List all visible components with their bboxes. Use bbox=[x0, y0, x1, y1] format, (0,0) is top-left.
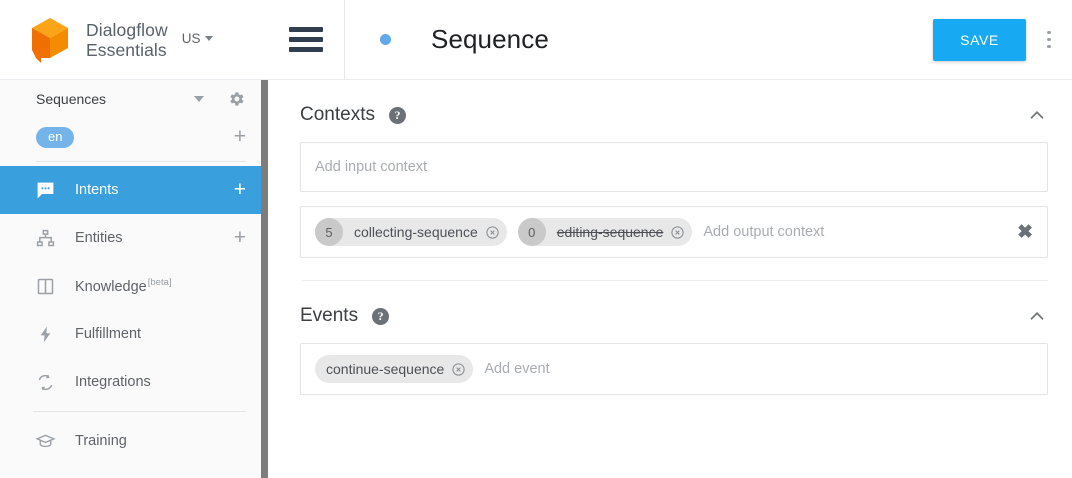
event-chip-label: continue-sequence bbox=[326, 361, 445, 377]
context-chip[interactable]: 5 collecting-sequence bbox=[315, 218, 507, 246]
remove-circle-icon[interactable] bbox=[451, 362, 466, 377]
sidebar-nav: Intents + Entities + bbox=[0, 162, 268, 465]
speech-bubble-icon bbox=[33, 178, 57, 202]
help-circle-icon[interactable]: ? bbox=[388, 106, 406, 124]
add-language-icon[interactable]: + bbox=[233, 125, 246, 148]
caret-down-icon bbox=[204, 36, 213, 41]
sidebar-item-training[interactable]: Training bbox=[0, 417, 268, 465]
sidebar-item-label: Intents bbox=[75, 182, 119, 198]
beta-badge: [beta] bbox=[147, 277, 172, 289]
events-field[interactable]: continue-sequence Add event bbox=[300, 343, 1048, 395]
agent-name: Sequences bbox=[36, 90, 107, 107]
context-chip-label: editing-sequence bbox=[556, 224, 664, 240]
sidebar-item-label: Entities bbox=[75, 230, 123, 246]
language-chip-en[interactable]: en bbox=[36, 126, 75, 148]
sidebar-scrollbar[interactable] bbox=[261, 80, 268, 478]
sync-arrows-icon bbox=[33, 370, 57, 394]
language-row: en + bbox=[0, 117, 268, 157]
sidebar: Dialogflow Essentials US Sequences en + bbox=[0, 0, 268, 478]
status-dot bbox=[380, 34, 391, 45]
hamburger-menu-icon[interactable] bbox=[268, 0, 345, 80]
title-area: Sequence bbox=[345, 24, 933, 55]
contexts-section: Contexts ? Add input context 5 co bbox=[300, 80, 1048, 281]
dialogflow-cube-logo bbox=[27, 16, 73, 64]
brand-title-line1: Dialogflow bbox=[86, 19, 168, 40]
hierarchy-icon bbox=[33, 226, 57, 250]
contexts-header: Contexts ? bbox=[300, 88, 1048, 142]
contexts-title: Contexts bbox=[300, 104, 375, 125]
main-panel: Sequence SAVE Contexts ? bbox=[268, 0, 1072, 478]
chevron-up-icon[interactable] bbox=[1026, 104, 1048, 126]
sidebar-item-knowledge[interactable]: Knowledge[beta] bbox=[0, 262, 268, 310]
top-bar: Sequence SAVE bbox=[268, 0, 1072, 80]
save-button[interactable]: SAVE bbox=[933, 18, 1026, 61]
sidebar-item-label: Knowledge[beta] bbox=[75, 277, 246, 295]
events-header: Events ? bbox=[300, 289, 1048, 343]
input-context-placeholder: Add input context bbox=[315, 159, 428, 175]
chevron-up-icon[interactable] bbox=[1026, 305, 1048, 327]
events-title: Events bbox=[300, 305, 359, 326]
knowledge-label-text: Knowledge bbox=[75, 278, 147, 295]
lightning-bolt-icon bbox=[33, 322, 57, 346]
context-chip[interactable]: 0 editing-sequence bbox=[517, 218, 693, 246]
region-label: US bbox=[181, 31, 201, 46]
output-context-placeholder: Add output context bbox=[703, 224, 825, 240]
context-chip-label: collecting-sequence bbox=[354, 224, 478, 240]
context-lifespan-badge: 0 bbox=[517, 218, 546, 246]
sidebar-item-intents[interactable]: Intents + bbox=[0, 166, 268, 214]
gear-icon[interactable] bbox=[226, 89, 246, 109]
remove-circle-icon[interactable] bbox=[485, 225, 500, 240]
kebab-menu-icon[interactable] bbox=[1026, 0, 1072, 80]
agent-selector-row[interactable]: Sequences bbox=[0, 80, 268, 117]
output-context-field[interactable]: 5 collecting-sequence 0 editing-sequence bbox=[300, 206, 1048, 258]
graduation-cap-icon bbox=[33, 429, 57, 453]
sidebar-item-label: Training bbox=[75, 433, 127, 449]
add-entity-icon[interactable]: + bbox=[233, 226, 246, 249]
caret-down-icon[interactable] bbox=[194, 95, 204, 102]
page-title: Sequence bbox=[431, 24, 549, 54]
sidebar-item-label: Fulfillment bbox=[75, 326, 142, 342]
content-area: Contexts ? Add input context 5 co bbox=[268, 80, 1072, 395]
events-section: Events ? continue-sequence bbox=[300, 281, 1048, 395]
section-divider bbox=[302, 280, 1048, 281]
help-circle-icon[interactable]: ? bbox=[372, 307, 390, 325]
events-placeholder: Add event bbox=[484, 361, 550, 377]
sidebar-divider bbox=[33, 411, 246, 412]
brand-title: Dialogflow Essentials bbox=[86, 20, 168, 60]
sidebar-item-integrations[interactable]: Integrations bbox=[0, 358, 268, 406]
book-icon bbox=[33, 274, 57, 298]
clear-x-icon[interactable]: ✖ bbox=[1017, 221, 1033, 243]
brand-title-line2: Essentials bbox=[86, 39, 167, 60]
sidebar-divider bbox=[36, 161, 246, 162]
region-selector[interactable]: US bbox=[182, 31, 213, 48]
remove-circle-icon[interactable] bbox=[670, 225, 685, 240]
sidebar-item-entities[interactable]: Entities + bbox=[0, 214, 268, 262]
sidebar-item-fulfillment[interactable]: Fulfillment bbox=[0, 310, 268, 358]
event-chip[interactable]: continue-sequence bbox=[315, 355, 474, 383]
context-lifespan-badge: 5 bbox=[315, 218, 343, 246]
sidebar-item-label: Integrations bbox=[75, 374, 151, 390]
brand-header: Dialogflow Essentials US bbox=[0, 0, 268, 80]
add-intent-icon[interactable]: + bbox=[233, 178, 246, 201]
input-context-field[interactable]: Add input context bbox=[300, 142, 1048, 192]
